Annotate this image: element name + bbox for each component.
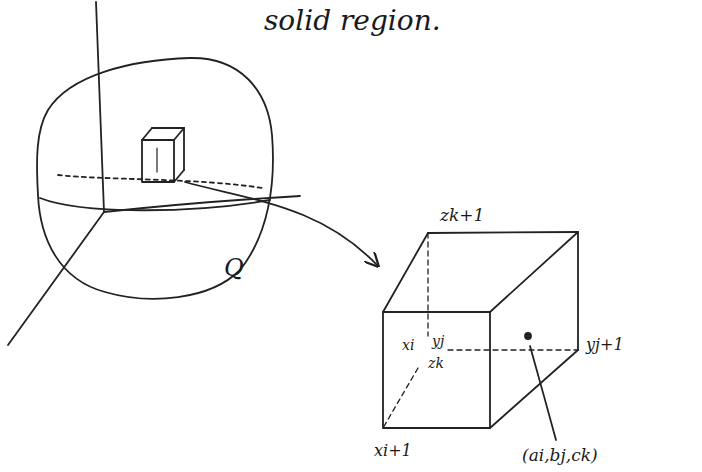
coordinate-label: xi [400,338,416,353]
big-cube [383,232,578,428]
solid-region-outline [37,58,273,299]
small-cube [142,128,184,182]
z-axis [96,2,104,212]
coordinate-label: yj [430,334,446,349]
region-label: Q [222,255,246,281]
sample-point [525,333,531,339]
x-axis [8,212,104,345]
cross-section-curve [40,198,270,210]
zoom-arrow [185,182,378,266]
coordinate-label: zk [426,356,446,371]
hidden-edges [383,233,578,428]
coordinate-label: xi+1 [372,442,414,460]
leader-line [530,346,556,440]
coordinate-label: yj+1 [584,336,626,354]
heading-text: solid region. [262,6,443,37]
coordinate-label: zk+1 [438,206,486,225]
coordinate-label: (ai,bj,ck) [520,446,600,465]
